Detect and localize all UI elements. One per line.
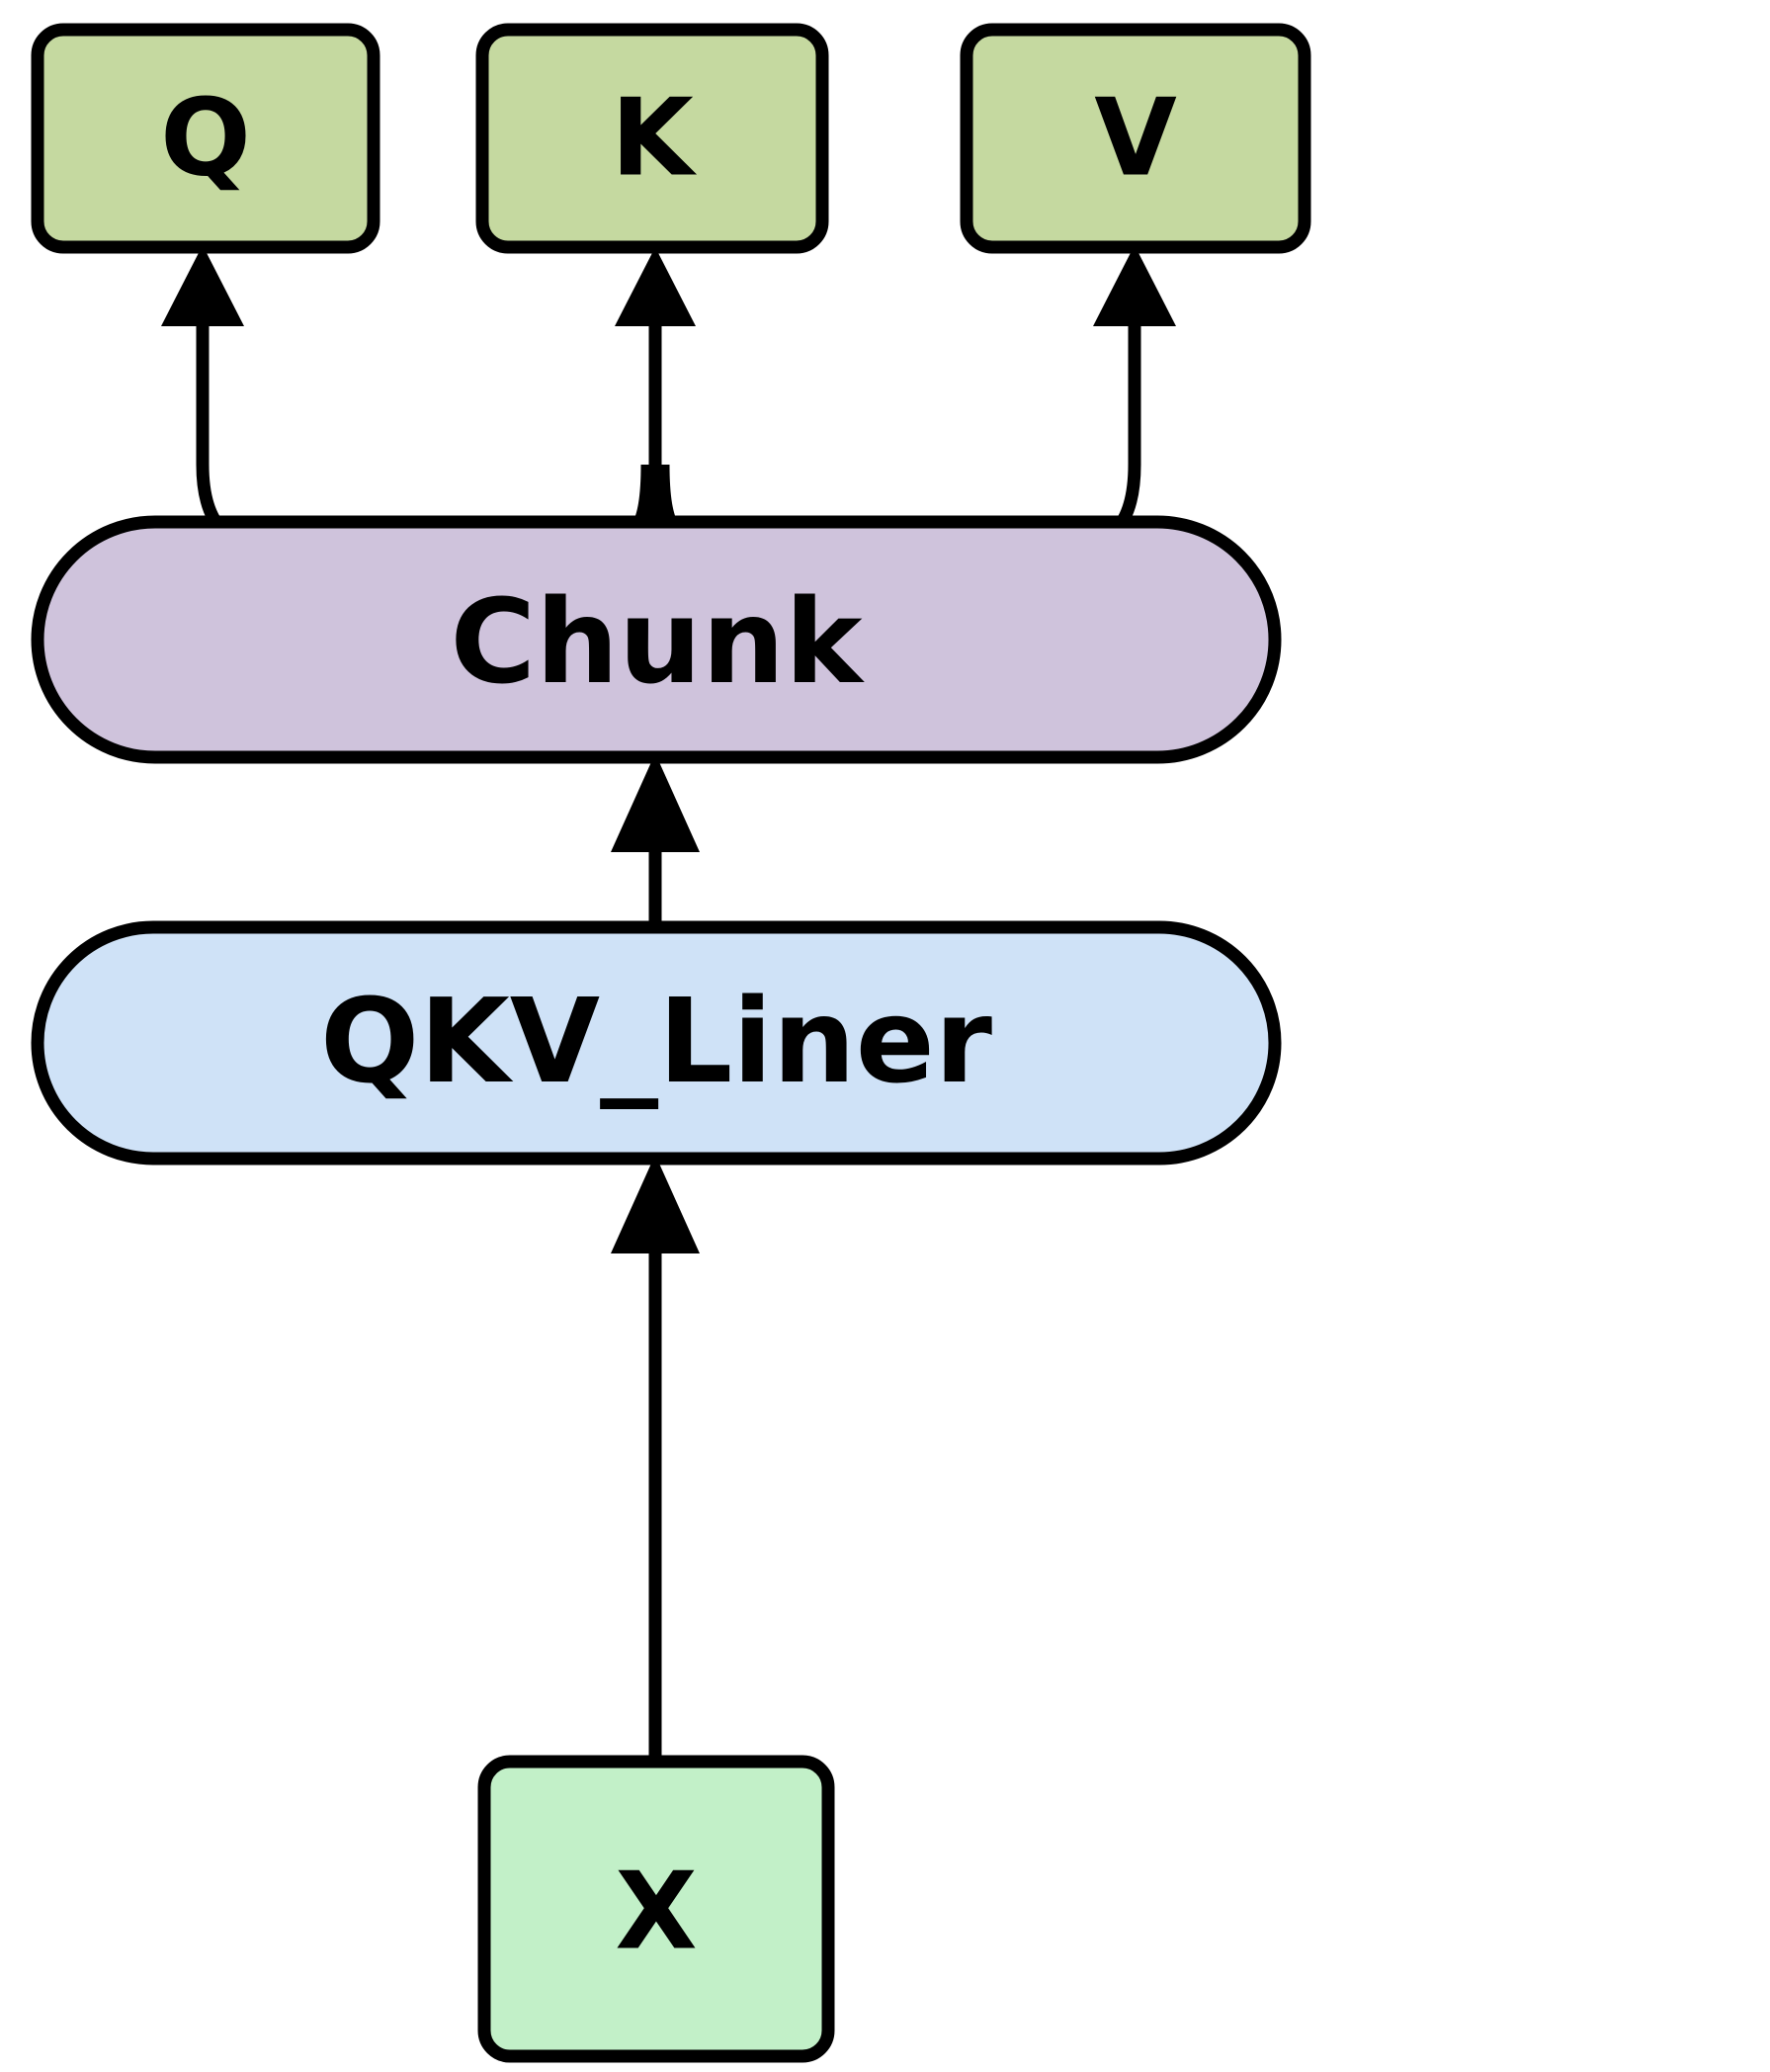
edge-chunk-to-k bbox=[615, 247, 696, 522]
node-x[interactable]: X bbox=[477, 1755, 835, 2063]
arrowhead-chunk-to-v bbox=[1093, 245, 1176, 326]
node-qkv-liner-label: QKV_Liner bbox=[320, 973, 992, 1109]
node-q-shape[interactable] bbox=[31, 23, 380, 254]
arrowhead-chunk-to-k bbox=[615, 247, 696, 326]
edge-qkv-liner-to-chunk bbox=[611, 753, 700, 927]
node-k-label: K bbox=[611, 77, 697, 201]
arrowhead-chunk-to-q bbox=[161, 245, 244, 326]
arrowhead-x-to-qkv-liner bbox=[611, 1155, 700, 1253]
node-x-shape[interactable] bbox=[477, 1755, 835, 2063]
node-k[interactable]: K bbox=[475, 23, 829, 254]
edge-chunk-to-v bbox=[656, 245, 1176, 557]
arrowhead-qkv-liner-to-chunk bbox=[611, 753, 700, 852]
node-qkv-liner[interactable]: QKV_Liner bbox=[31, 920, 1282, 1166]
node-v[interactable]: V bbox=[960, 23, 1311, 254]
node-v-shape[interactable] bbox=[960, 23, 1311, 254]
edge-x-to-qkv-liner bbox=[611, 1155, 700, 1762]
node-k-shape[interactable] bbox=[475, 23, 829, 254]
edge-chunk-to-q bbox=[161, 245, 654, 557]
node-v-label: V bbox=[1094, 77, 1177, 201]
node-x-label: X bbox=[615, 1851, 697, 1974]
node-chunk-label: Chunk bbox=[450, 573, 865, 710]
node-chunk[interactable]: Chunk bbox=[31, 515, 1282, 764]
node-q-label: Q bbox=[160, 77, 251, 201]
node-qkv-liner-shape[interactable] bbox=[31, 920, 1282, 1166]
node-q[interactable]: Q bbox=[31, 23, 380, 254]
node-chunk-shape[interactable] bbox=[31, 515, 1282, 764]
